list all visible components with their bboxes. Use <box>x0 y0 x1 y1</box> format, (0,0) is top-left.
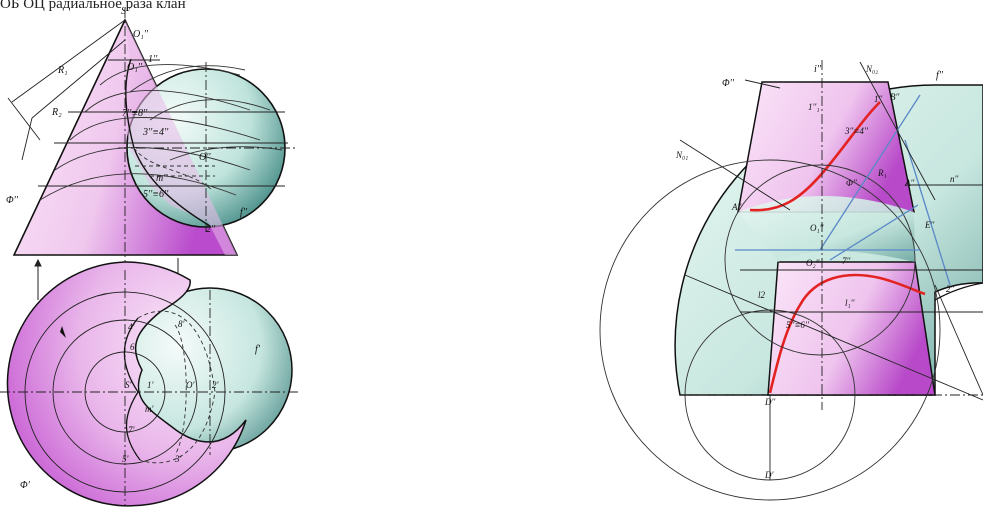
label-n02: N₀₂ <box>865 64 878 74</box>
label-a2b: A'' <box>904 178 915 188</box>
label-phi2b: Φ'' <box>846 178 858 188</box>
label-three: 3' <box>174 454 183 464</box>
label-r1: R₁ <box>57 65 68 76</box>
label-f1: f' <box>255 344 261 355</box>
label-four: 4' <box>128 322 136 332</box>
label-phi2: Φ'' <box>6 195 19 206</box>
label-o2: O'' <box>199 152 211 163</box>
intersection-curve-upper <box>749 101 881 212</box>
header-text: ОБ ОЦ радиальное раза клан <box>0 0 186 12</box>
label-phi2-right: Φ'' <box>722 78 735 89</box>
label-e2: E'' <box>924 220 935 230</box>
label-o1: O₁'' <box>127 62 143 73</box>
label-m2: m'' <box>156 173 168 184</box>
right-drawing: i'' N₀₁ N₀₂ Φ'' f'' 1''₁ 1'' B'' 3''≡4''… <box>599 60 983 501</box>
label-one-right: 1'' <box>874 94 883 104</box>
label-one: 1'' <box>148 54 158 65</box>
label-eight: 8' <box>178 319 186 329</box>
label-five-six: 5''≡6'' <box>143 189 169 200</box>
label-a2: A'' <box>731 202 742 212</box>
label-three-four-right: 3''≡4'' <box>844 126 869 136</box>
label-d1: D' <box>764 470 774 480</box>
label-l2: l2 <box>758 290 766 300</box>
label-r1-right: R₁ <box>877 168 887 178</box>
label-o1-top-view: O' <box>186 380 195 390</box>
front-view: S'' O₁'' O₁'' 1'' 7''≡8'' 3''≡4'' O'' m'… <box>6 6 295 265</box>
label-r2: R₂ <box>51 107 62 118</box>
label-n01: N₀₁ <box>675 150 688 160</box>
label-seven-eight: 7''≡8'' <box>122 108 148 119</box>
top-view: f' 4' 6' 8' S' 1' O' 2' m' 7' 5' 3' Φ' <box>0 261 300 507</box>
intersection-curve-lower <box>768 273 926 394</box>
label-f2: f'' <box>240 207 248 218</box>
label-l1b: l₁'' <box>845 298 856 308</box>
label-o1-top: O₁'' <box>133 29 149 40</box>
label-five: 5' <box>122 454 130 464</box>
label-o1-right: O₁'' <box>810 223 825 233</box>
cone-top <box>6 261 247 507</box>
label-three-four: 3''≡4'' <box>142 127 169 138</box>
label-two: 2'' <box>206 224 216 235</box>
label-s2: S'' <box>121 6 131 17</box>
label-five-six-right: 5''≡6'' <box>786 320 810 330</box>
label-d2: D'' <box>764 397 776 407</box>
label-s1: S' <box>125 380 133 390</box>
label-six: 6' <box>130 342 138 352</box>
label-seven-right: 7'' <box>842 256 851 266</box>
label-l1: 1''₁ <box>808 102 819 112</box>
frustum-top <box>737 81 915 213</box>
torus-inner <box>934 282 983 301</box>
label-seven: 7' <box>128 425 136 435</box>
label-two-top: 2' <box>212 380 220 390</box>
label-n2: n'' <box>950 174 959 184</box>
label-phi1: Φ' <box>20 480 31 491</box>
label-b2: B'' <box>890 92 900 102</box>
label-two-right: 2'' <box>946 284 955 294</box>
label-one-top: 1' <box>147 380 155 390</box>
label-i2: i'' <box>814 64 822 75</box>
label-o2b: O₂'' <box>806 258 821 268</box>
label-f2-right: f'' <box>936 70 944 81</box>
label-m1: m' <box>145 404 154 414</box>
intersection-curve-top <box>123 317 141 461</box>
